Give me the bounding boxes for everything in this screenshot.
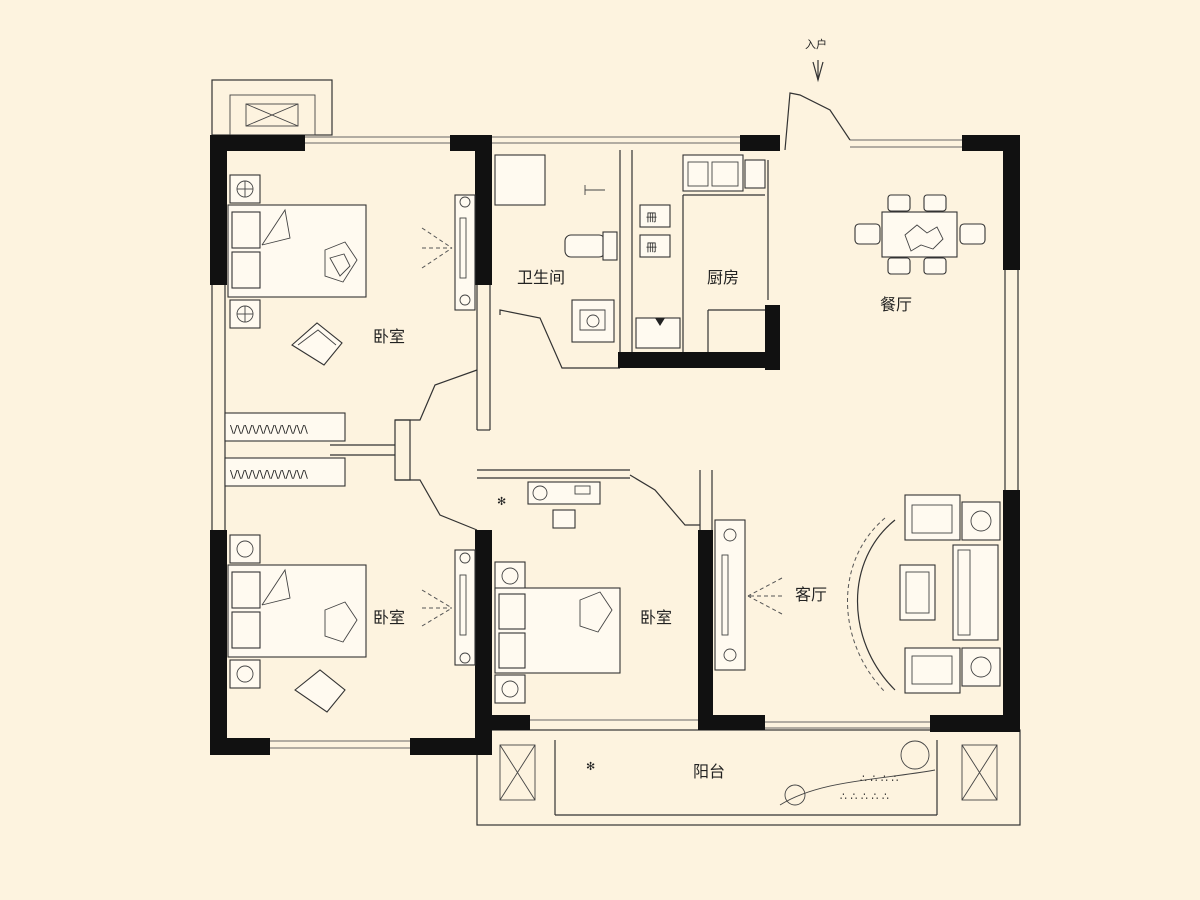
bathroom-fixtures: 冊 冊 (494, 154, 671, 343)
entrance-label: 入户 (805, 37, 827, 51)
svg-text:∴ ∴ ∴ ∴ ∴: ∴ ∴ ∴ ∴ ∴ (840, 790, 889, 803)
entrance-arrow-icon (812, 60, 824, 83)
svg-text:✻: ✻ (586, 760, 595, 773)
svg-text:✻: ✻ (497, 495, 506, 508)
bedroom-top-left-furniture: \/\/\/\/\/\/\/\/\/\/\ \/\/\/\/\/\/\/\/\/… (224, 174, 476, 487)
kitchen-fixtures (635, 154, 766, 349)
room-label-living: 客厅 (795, 585, 827, 604)
svg-text:\/\/\/\/\/\/\/\/\/\/\: \/\/\/\/\/\/\/\/\/\/\ (230, 468, 308, 481)
room-label-balcony: 阳台 (693, 762, 725, 781)
room-label-dining: 餐厅 (880, 295, 912, 314)
outline-lines (211, 79, 1021, 826)
room-label-kitchen: 厨房 (707, 268, 739, 287)
svg-text:冊: 冊 (646, 211, 657, 224)
room-label-bedroom-bottom-left: 卧室 (373, 608, 405, 627)
bedroom-center-furniture: ✻ (494, 481, 783, 704)
svg-text:冊: 冊 (646, 241, 657, 254)
dining-table (854, 194, 986, 275)
room-label-bedroom-top-left: 卧室 (373, 327, 405, 346)
room-label-bedroom-center: 卧室 (640, 608, 672, 627)
bedroom-bottom-left-furniture (227, 534, 476, 713)
living-room-furniture (847, 494, 1001, 694)
room-label-bathroom: 卫生间 (517, 268, 565, 287)
svg-text:∴ ∴ ∴ ∴: ∴ ∴ ∴ ∴ (860, 772, 898, 785)
svg-text:\/\/\/\/\/\/\/\/\/\/\: \/\/\/\/\/\/\/\/\/\/\ (230, 423, 308, 436)
structural-walls (210, 135, 1020, 755)
balcony-plants: ✻ ∴ ∴ ∴ ∴ ∴ ∴ ∴ ∴ ∴ (586, 740, 936, 806)
